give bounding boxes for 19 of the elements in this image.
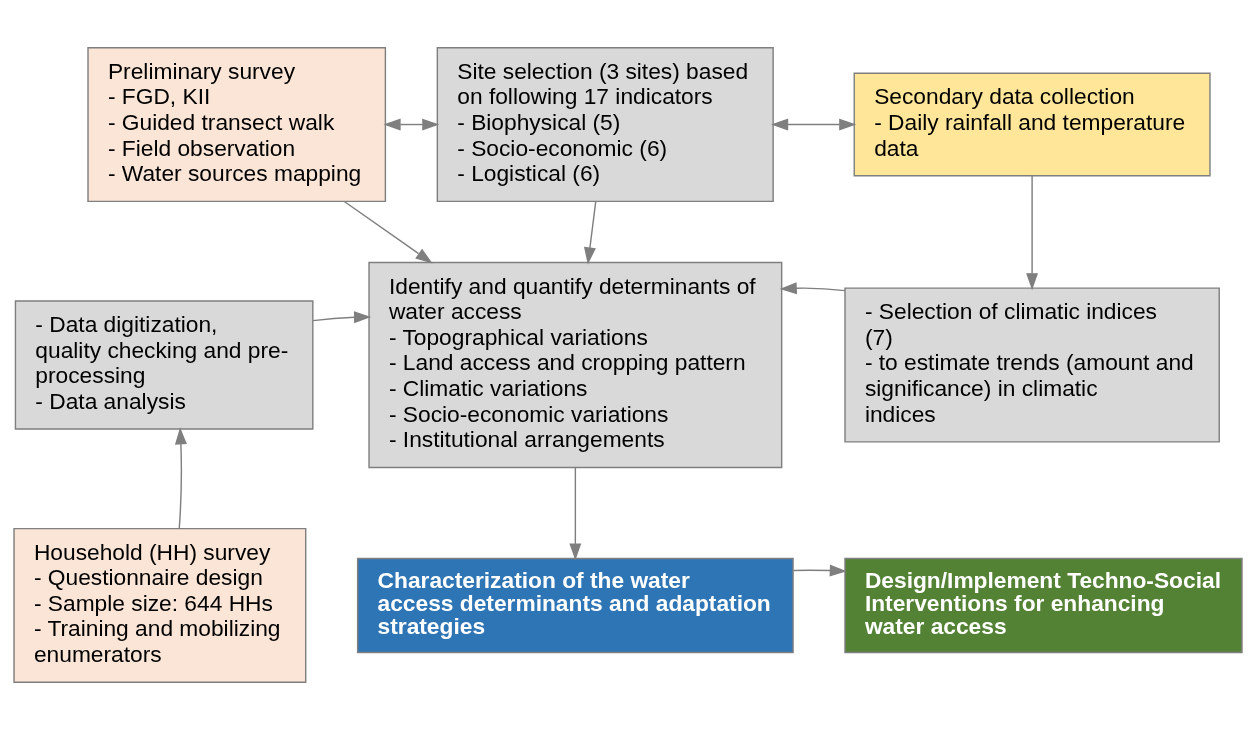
node-box: Identify and quantify determinants of water access - Topographical variations - Land access and cropping pattern - Climatic variations - Socio-economic variations - Institutional arrangements (368, 261, 783, 468)
arrow (343, 200, 433, 263)
arrow (584, 200, 597, 265)
node-box: Characterization of the water access determinants and adaptation strategies (356, 557, 794, 653)
arrow (779, 281, 846, 294)
arrow (1026, 174, 1039, 290)
arrow (771, 118, 857, 130)
node-box: Secondary data collection - Daily rainfall and temperature data (853, 72, 1211, 176)
node-box: Design/Implement Techno-Social Interventions for enhancing water access (844, 557, 1243, 653)
node-box: - Selection of climatic indices (7) - to estimate trends (amount and significance) in climatic indices (844, 286, 1220, 443)
node-box: Site selection (3 sites) based on following 17 indicators - Biophysical (5) - Socio-economic (6) - Logistical (6) (436, 46, 774, 202)
arrow (312, 310, 372, 323)
arrow (792, 564, 847, 576)
arrow (569, 466, 582, 560)
arrow (174, 426, 187, 529)
node-box: Preliminary survey - FGD, KII - Guided transect walk - Field observation - Water sources mapping (87, 46, 387, 202)
node-box: - Data digitization, quality checking and pre-processing - Data analysis (14, 299, 314, 430)
arrow (383, 118, 440, 130)
node-box: Household (HH) survey - Questionnaire design - Sample size: 644 HHs - Training and mobilizing enumerators (13, 527, 307, 683)
